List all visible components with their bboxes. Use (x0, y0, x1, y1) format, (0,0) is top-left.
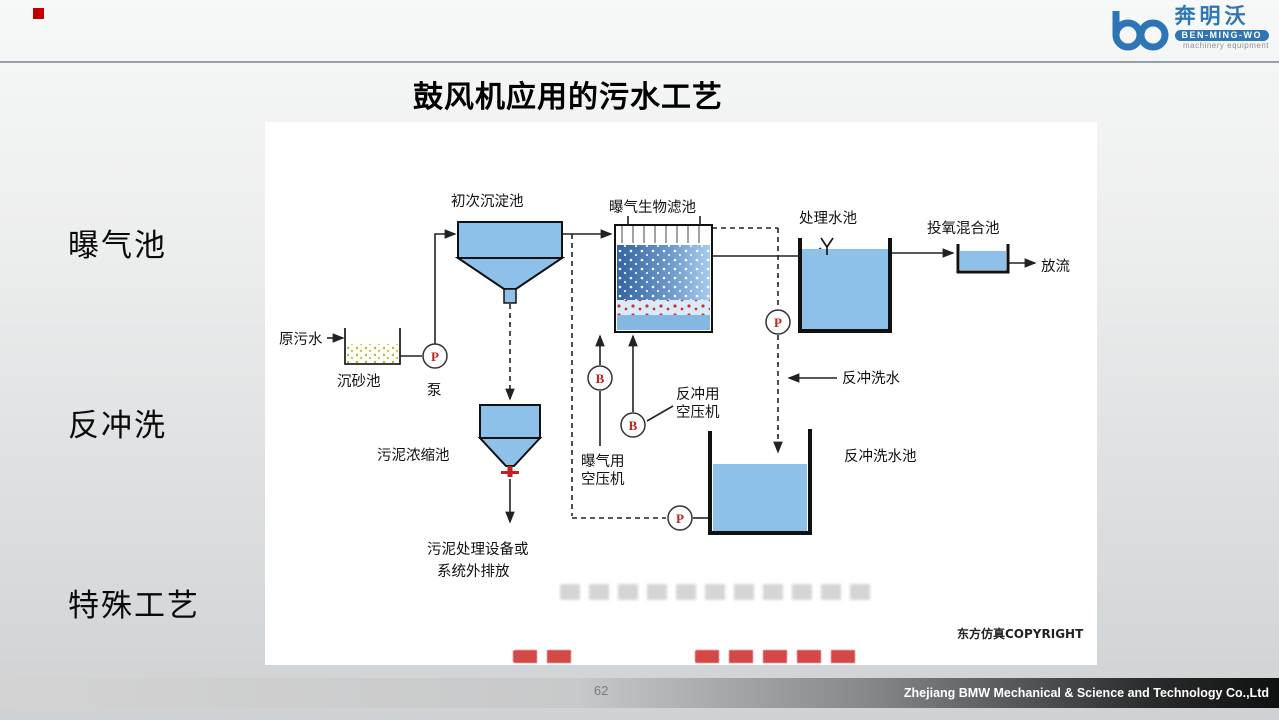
faint-watermark-text (560, 584, 870, 600)
label-raw-sewage: 原污水 (279, 331, 323, 348)
side-label-aeration-tank: 曝气池 (68, 228, 167, 263)
label-treated-water-tank: 处理水池 (799, 210, 857, 227)
label-grit-chamber: 沉砂池 (337, 373, 381, 390)
pump-symbol-p: P (431, 349, 439, 364)
logo-name-cn: 奔明沃 (1174, 4, 1250, 28)
page-number: 62 (593, 683, 609, 698)
label-oxygen-mixing-tank: 投氧混合池 (927, 220, 1000, 237)
label-discharge: 放流 (1041, 258, 1070, 275)
label-sludge-disposal-1: 污泥处理设备或 (427, 541, 529, 558)
logo-name-en: BEN-MING-WO (1174, 29, 1269, 42)
logo-bo-icon (1112, 11, 1168, 51)
primary-sedimentation-tank (454, 221, 566, 304)
label-aeration-compressor-1: 曝气用 (581, 453, 625, 470)
company-logo: 奔明沃 BEN-MING-WO machinery equipment (1107, 3, 1269, 53)
label-sludge-disposal-2: 系统外排放 (437, 563, 510, 580)
label-sludge-thickener: 污泥浓缩池 (377, 447, 450, 464)
cropped-red-text-fragment (513, 650, 575, 663)
pump-symbol-p2: P (774, 315, 782, 330)
wastewater-process-diagram: P (279, 193, 1084, 641)
label-backwash-tank: 反冲洗水池 (844, 448, 917, 465)
logo-text-block: 奔明沃 BEN-MING-WO machinery equipment (1174, 4, 1269, 51)
red-accent-square (33, 8, 44, 19)
backwash-loop-pump-p-circle: P (667, 505, 693, 531)
blower-symbol-b2: B (629, 418, 638, 433)
aerated-biofilter-tank (614, 216, 713, 333)
sludge-thickener-tank (477, 404, 543, 477)
label-aerated-biofilter: 曝气生物滤池 (609, 199, 696, 216)
backwash-water-pump-p-circle: P (765, 309, 791, 335)
header-divider (0, 61, 1279, 63)
blower-symbol-b1: B (596, 371, 605, 386)
logo-tagline: machinery equipment (1183, 41, 1269, 51)
backwash-blower-b-circle: B (620, 412, 646, 438)
aeration-blower-b-circle: B (587, 365, 613, 391)
pump-symbol-p3: P (676, 511, 684, 526)
label-copyright: 东方仿真COPYRIGHT (957, 626, 1084, 641)
cropped-red-text-fragment (695, 650, 865, 663)
side-label-backwash: 反冲洗 (68, 408, 167, 443)
footer-bar: 62 Zhejiang BMW Mechanical & Science and… (0, 678, 1279, 708)
label-backwash-water: 反冲洗水 (842, 370, 900, 387)
treated-water-tank (798, 237, 892, 333)
company-name: Zhejiang BMW Mechanical & Science and Te… (903, 686, 1269, 700)
label-backwash-compressor-2: 空压机 (676, 404, 720, 421)
label-backwash-compressor-1: 反冲用 (676, 386, 720, 403)
grit-chamber (344, 328, 401, 365)
page-title: 鼓风机应用的污水工艺 (413, 81, 723, 114)
oxygen-mixing-tank (956, 244, 1010, 274)
pump-p-circle: P (422, 343, 448, 369)
process-diagram-panel: P (265, 122, 1097, 665)
label-pump: 泵 (427, 383, 442, 399)
label-primary-sedimentation-tank: 初次沉淀池 (451, 193, 524, 210)
backwash-water-tank (708, 429, 812, 535)
label-aeration-compressor-2: 空压机 (581, 471, 625, 488)
side-label-special-process: 特殊工艺 (68, 588, 200, 623)
